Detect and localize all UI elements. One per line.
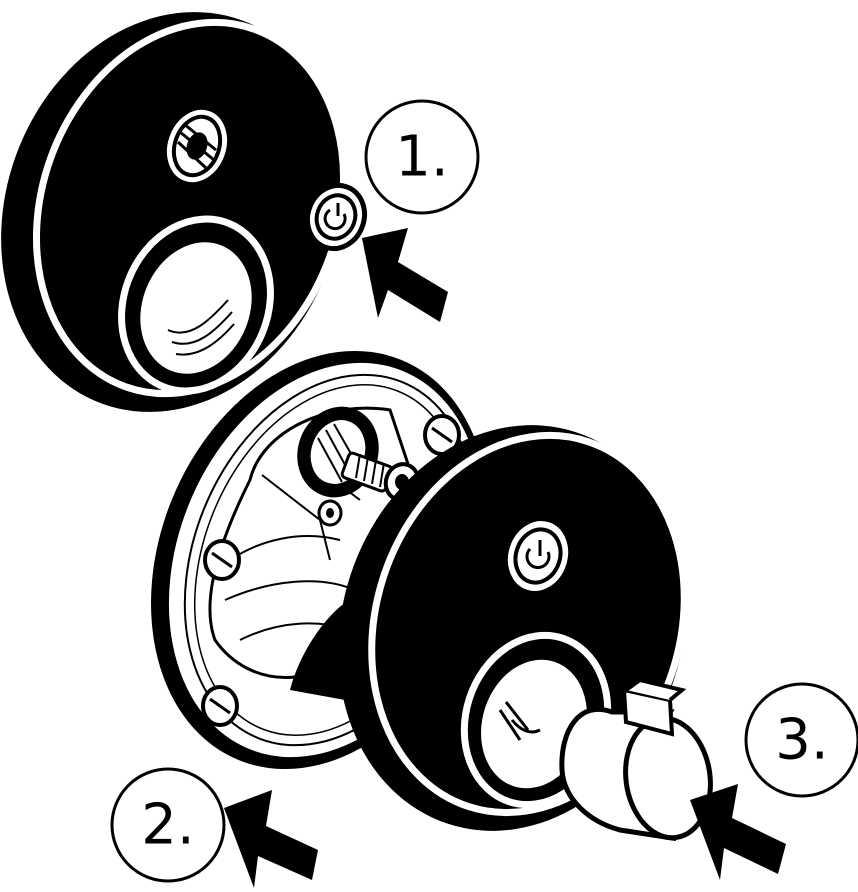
plate-top-large-port [118,215,274,395]
step-3-label: 3. [744,682,858,798]
step-2-text: 2. [141,793,194,858]
mounting-screw-bottom [201,685,239,727]
power-button-icon [323,203,347,231]
step-1-label: 1. [364,99,480,215]
handle-knob [559,677,713,842]
plate-top-small-port [160,103,234,189]
push-arrow-icon [690,784,786,880]
cover-plate-top [1,12,348,412]
step-2-label: 2. [110,767,226,883]
push-arrow-icon [362,228,448,322]
push-arrow-icon [224,790,318,888]
step-3-text: 3. [775,708,828,773]
plate-front-button [502,516,574,596]
power-button-icon [525,540,551,570]
valve-cartridge [297,406,421,502]
mounting-screw-left [203,539,241,581]
mounting-screw-top [423,414,461,456]
button-cap [295,182,367,252]
step-1-text: 1. [395,125,448,190]
hex-nut [317,499,343,527]
